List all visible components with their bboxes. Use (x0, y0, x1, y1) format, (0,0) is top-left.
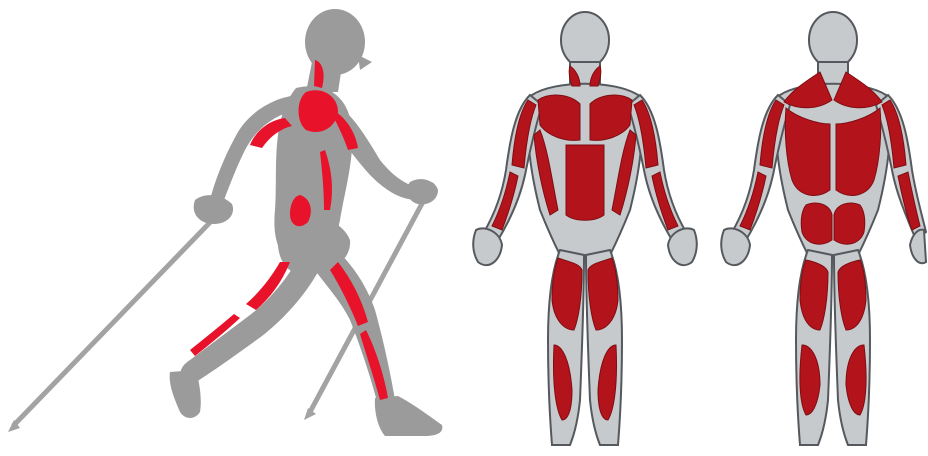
anatomy-back-svg (708, 0, 928, 456)
right-gluteus (834, 203, 865, 244)
anatomy-front-svg (470, 0, 700, 456)
left-gluteus (801, 203, 832, 244)
anatomy-front-figure (470, 0, 700, 456)
front-body-outline (473, 12, 697, 445)
front-pole-tip (304, 408, 316, 420)
anatomy-back-figure (708, 0, 928, 456)
nordic-walker-figure (0, 0, 460, 456)
nordic-walker-svg (0, 0, 460, 456)
abdominals (566, 145, 604, 220)
